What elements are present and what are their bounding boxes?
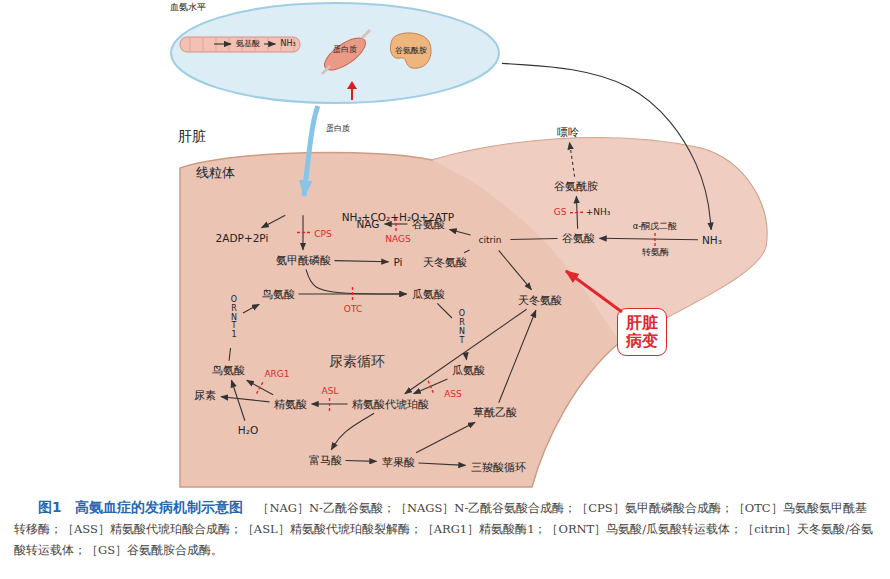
lesion-callout: 肝脏病变 xyxy=(617,308,667,357)
node-text: 谷氨酸 xyxy=(412,218,445,231)
metabolite-node: 鸟氨酸 xyxy=(260,287,297,302)
node-text: NH₃ xyxy=(280,39,295,49)
figure-caption: 图1 高氨血症的发病机制示意图［NAG］N-乙酰谷氨酸；［NAGS］N-乙酰谷氨… xyxy=(14,497,876,561)
metabolite-node: 谷氨酸 xyxy=(560,231,597,246)
metabolite-node: 瓜氨酸 xyxy=(410,287,447,302)
reaction-note: +NH₃ xyxy=(586,207,611,217)
outline-shape xyxy=(178,128,770,488)
node-text: citrin xyxy=(479,235,502,246)
enzyme-label: ARG1 xyxy=(264,369,289,379)
node-text: 富马酸 xyxy=(309,454,342,467)
region-title: 肝脏 xyxy=(178,128,206,145)
metabolite-node: 鸟氨酸 xyxy=(210,363,247,378)
metabolite-node: 苹果酸 xyxy=(380,455,417,470)
node-text: 蛋白质 xyxy=(333,45,357,55)
node-text: 嘌呤 xyxy=(557,126,579,139)
metabolite-node: 富马酸 xyxy=(307,453,344,468)
enzyme-label: OTC xyxy=(344,304,362,314)
region-title: 线粒体 xyxy=(196,165,235,181)
metabolite-node: 氨甲酰磷酸 xyxy=(274,253,333,268)
enzyme-block-mark xyxy=(352,287,353,301)
reaction-note: α-酮戊二酸 xyxy=(633,221,678,233)
metabolite-node: 谷氨酰胺 xyxy=(552,179,600,194)
node-text: NH₃ xyxy=(702,234,722,247)
enzyme-label: GS xyxy=(554,207,567,217)
reaction-arrow xyxy=(264,43,275,44)
node-text: 氨基酸 xyxy=(236,39,260,49)
metabolite-node: H₂O xyxy=(236,423,260,438)
metabolite-node: 精氨酸代琥珀酸 xyxy=(350,397,431,412)
metabolite-node: 2ADP+2Pi xyxy=(214,231,271,246)
metabolite-node: 氨基酸 xyxy=(234,38,262,50)
node-text: 肝脏病变 xyxy=(626,314,658,351)
node-text: Pi xyxy=(393,256,402,269)
node-text: 天冬氨酸 xyxy=(518,294,562,307)
node-text: 谷氨酸 xyxy=(562,232,595,245)
node-text: 瓜氨酸 xyxy=(412,288,445,301)
metabolite-node: 嘌呤 xyxy=(555,125,581,140)
enzyme-label: NAGS xyxy=(385,234,410,244)
reaction-note: 转氨酶 xyxy=(642,247,669,259)
metabolite-node: 尿素 xyxy=(192,388,218,403)
enzyme-block-mark xyxy=(654,233,655,247)
node-text: 谷氨酰胺 xyxy=(554,180,598,193)
node-text: 天冬氨酸 xyxy=(423,256,467,269)
node-text: 谷氨酰胺 xyxy=(395,46,427,56)
enzyme-block-mark xyxy=(296,232,310,233)
cycle-name: 尿素循环 xyxy=(329,353,385,371)
metabolite-node: NAG xyxy=(355,217,382,232)
node-text: 草酰乙酸 xyxy=(473,406,517,419)
metabolite-node: NH₃ xyxy=(700,233,724,248)
metabolite-node: 谷氨酸 xyxy=(410,217,447,232)
node-text: 精氨酸 xyxy=(274,398,307,411)
enzyme-block-mark xyxy=(329,397,330,411)
node-text: 精氨酸代琥珀酸 xyxy=(352,398,429,411)
node-text: 蛋白质 xyxy=(326,124,350,134)
figure-title: 图1 高氨血症的发病机制示意图 xyxy=(38,499,243,515)
reaction-arrow xyxy=(214,43,231,44)
metabolite-node: 天冬氨酸 xyxy=(421,255,469,270)
node-text: 鸟氨酸 xyxy=(262,288,295,301)
region-title: 血氨水平 xyxy=(170,2,206,13)
enzyme-label: ASS xyxy=(444,389,462,399)
node-text: NAG xyxy=(357,218,380,231)
metabolite-node: 三羧酸循环 xyxy=(469,460,528,475)
node-text: ORNT xyxy=(458,310,466,345)
node-text: 苹果酸 xyxy=(382,456,415,469)
metabolite-node: 谷氨酰胺 xyxy=(393,45,429,57)
node-text: H₂O xyxy=(238,424,258,437)
enzyme-label: CPS xyxy=(314,229,331,239)
node-text: 尿素 xyxy=(194,389,216,402)
inset-ellipse: 蛋白质氨基酸NH₃蛋白质谷氨酰胺血氨水平 xyxy=(170,2,500,104)
node-text: 三羧酸循环 xyxy=(471,461,526,474)
enzyme-label: ASL xyxy=(322,386,339,396)
metabolite-node: 天冬氨酸 xyxy=(516,293,564,308)
metabolite-node: 草酰乙酸 xyxy=(471,405,519,420)
liver-organ: NH₃+CO₂+H₂O+2ATP2ADP+2Pi氨甲酰磷酸NAG谷氨酸Pi天冬氨… xyxy=(178,128,770,488)
node-text: 鸟氨酸 xyxy=(212,364,245,377)
node-text: 2ADP+2Pi xyxy=(216,232,269,245)
node-text: ORNT1 xyxy=(230,296,238,340)
metabolite-node: NH₃ xyxy=(278,38,297,50)
metabolite-node: 精氨酸 xyxy=(272,397,309,412)
metabolite-node: 瓜氨酸 xyxy=(450,363,487,378)
metabolite-node: 蛋白质 xyxy=(331,44,359,56)
node-text: 瓜氨酸 xyxy=(452,364,485,377)
node-text: 氨甲酰磷酸 xyxy=(276,254,331,267)
